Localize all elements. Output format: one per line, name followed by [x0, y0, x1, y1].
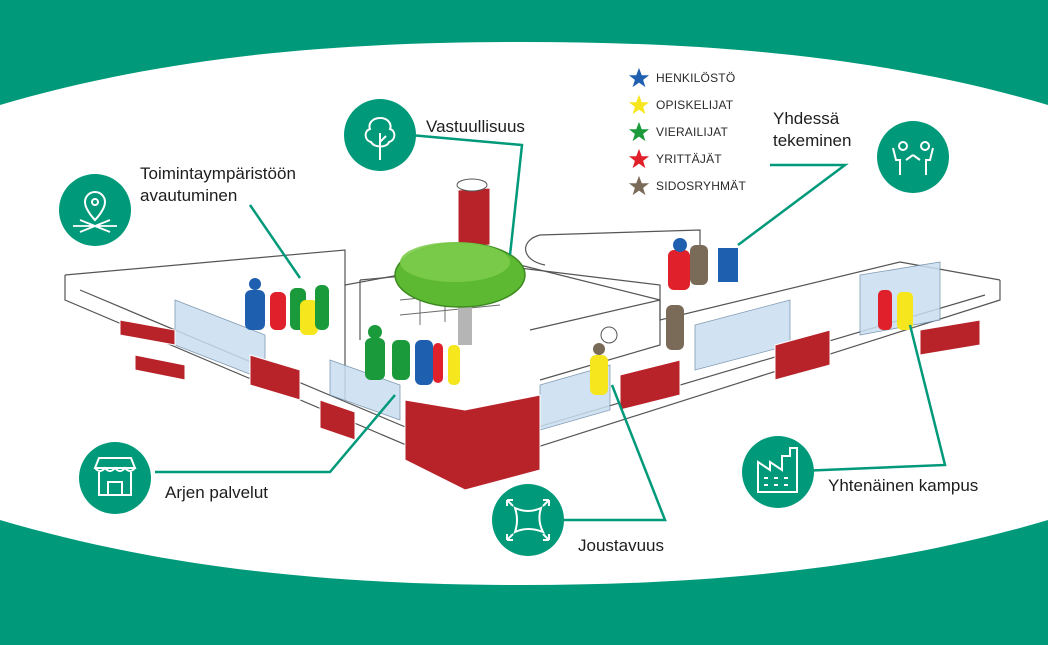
bottom-green-band [0, 520, 1048, 645]
chimney-top [456, 178, 488, 192]
legend-item-opiskelijat: OPISKELIJAT [628, 91, 746, 118]
label-vastuullisuus: Vastuullisuus [426, 117, 525, 136]
legend-label: HENKILÖSTÖ [656, 70, 736, 85]
shop-icon [79, 442, 151, 514]
star-icon [628, 175, 650, 195]
people-icon [877, 121, 949, 193]
label-toimintaymparisto: Toimintaympäristöön avautuminen [140, 163, 296, 207]
top-green-band [0, 0, 1048, 105]
people-group-centre [365, 325, 460, 385]
people-group-left [245, 278, 329, 335]
person-yellow-clock [590, 326, 618, 395]
people-group-top-right [666, 238, 738, 350]
legend-item-yrittajat: YRITTÄJÄT [628, 145, 746, 172]
tree [394, 242, 526, 345]
tree-icon [344, 99, 416, 171]
label-line: Toimintaympäristöön [140, 164, 296, 183]
people-group-right [878, 290, 913, 330]
label-joustavuus: Joustavuus [578, 536, 664, 555]
label-line: avautuminen [140, 186, 238, 205]
brick-patches [119, 187, 981, 491]
legend: HENKILÖSTÖ OPISKELIJAT VIERAILIJAT YRITT… [628, 64, 746, 199]
legend-item-sidosryhmat: SIDOSRYHMÄT [628, 172, 746, 199]
label-yhdessa-tekeminen: Yhdessä tekeminen [773, 108, 851, 152]
label-arjen-palvelut: Arjen palvelut [165, 483, 269, 502]
legend-label: OPISKELIJAT [656, 97, 734, 112]
label-line: Yhdessä [773, 109, 840, 128]
flexible-shape-icon [492, 484, 564, 556]
location-pin-icon [59, 174, 131, 246]
legend-label: YRITTÄJÄT [656, 151, 722, 166]
star-icon [628, 67, 650, 87]
legend-label: SIDOSRYHMÄT [656, 178, 746, 193]
label-line: tekeminen [773, 131, 852, 150]
connector-lines [155, 133, 947, 522]
legend-item-vierailijat: VIERAILIJAT [628, 118, 746, 145]
star-icon [628, 148, 650, 168]
star-icon [628, 94, 650, 114]
legend-item-henkilosto: HENKILÖSTÖ [628, 64, 746, 91]
legend-label: VIERAILIJAT [656, 124, 728, 139]
label-yhtenainen-kampus: Yhtenäinen kampus [828, 476, 979, 495]
star-icon [628, 121, 650, 141]
factory-icon [742, 436, 814, 508]
